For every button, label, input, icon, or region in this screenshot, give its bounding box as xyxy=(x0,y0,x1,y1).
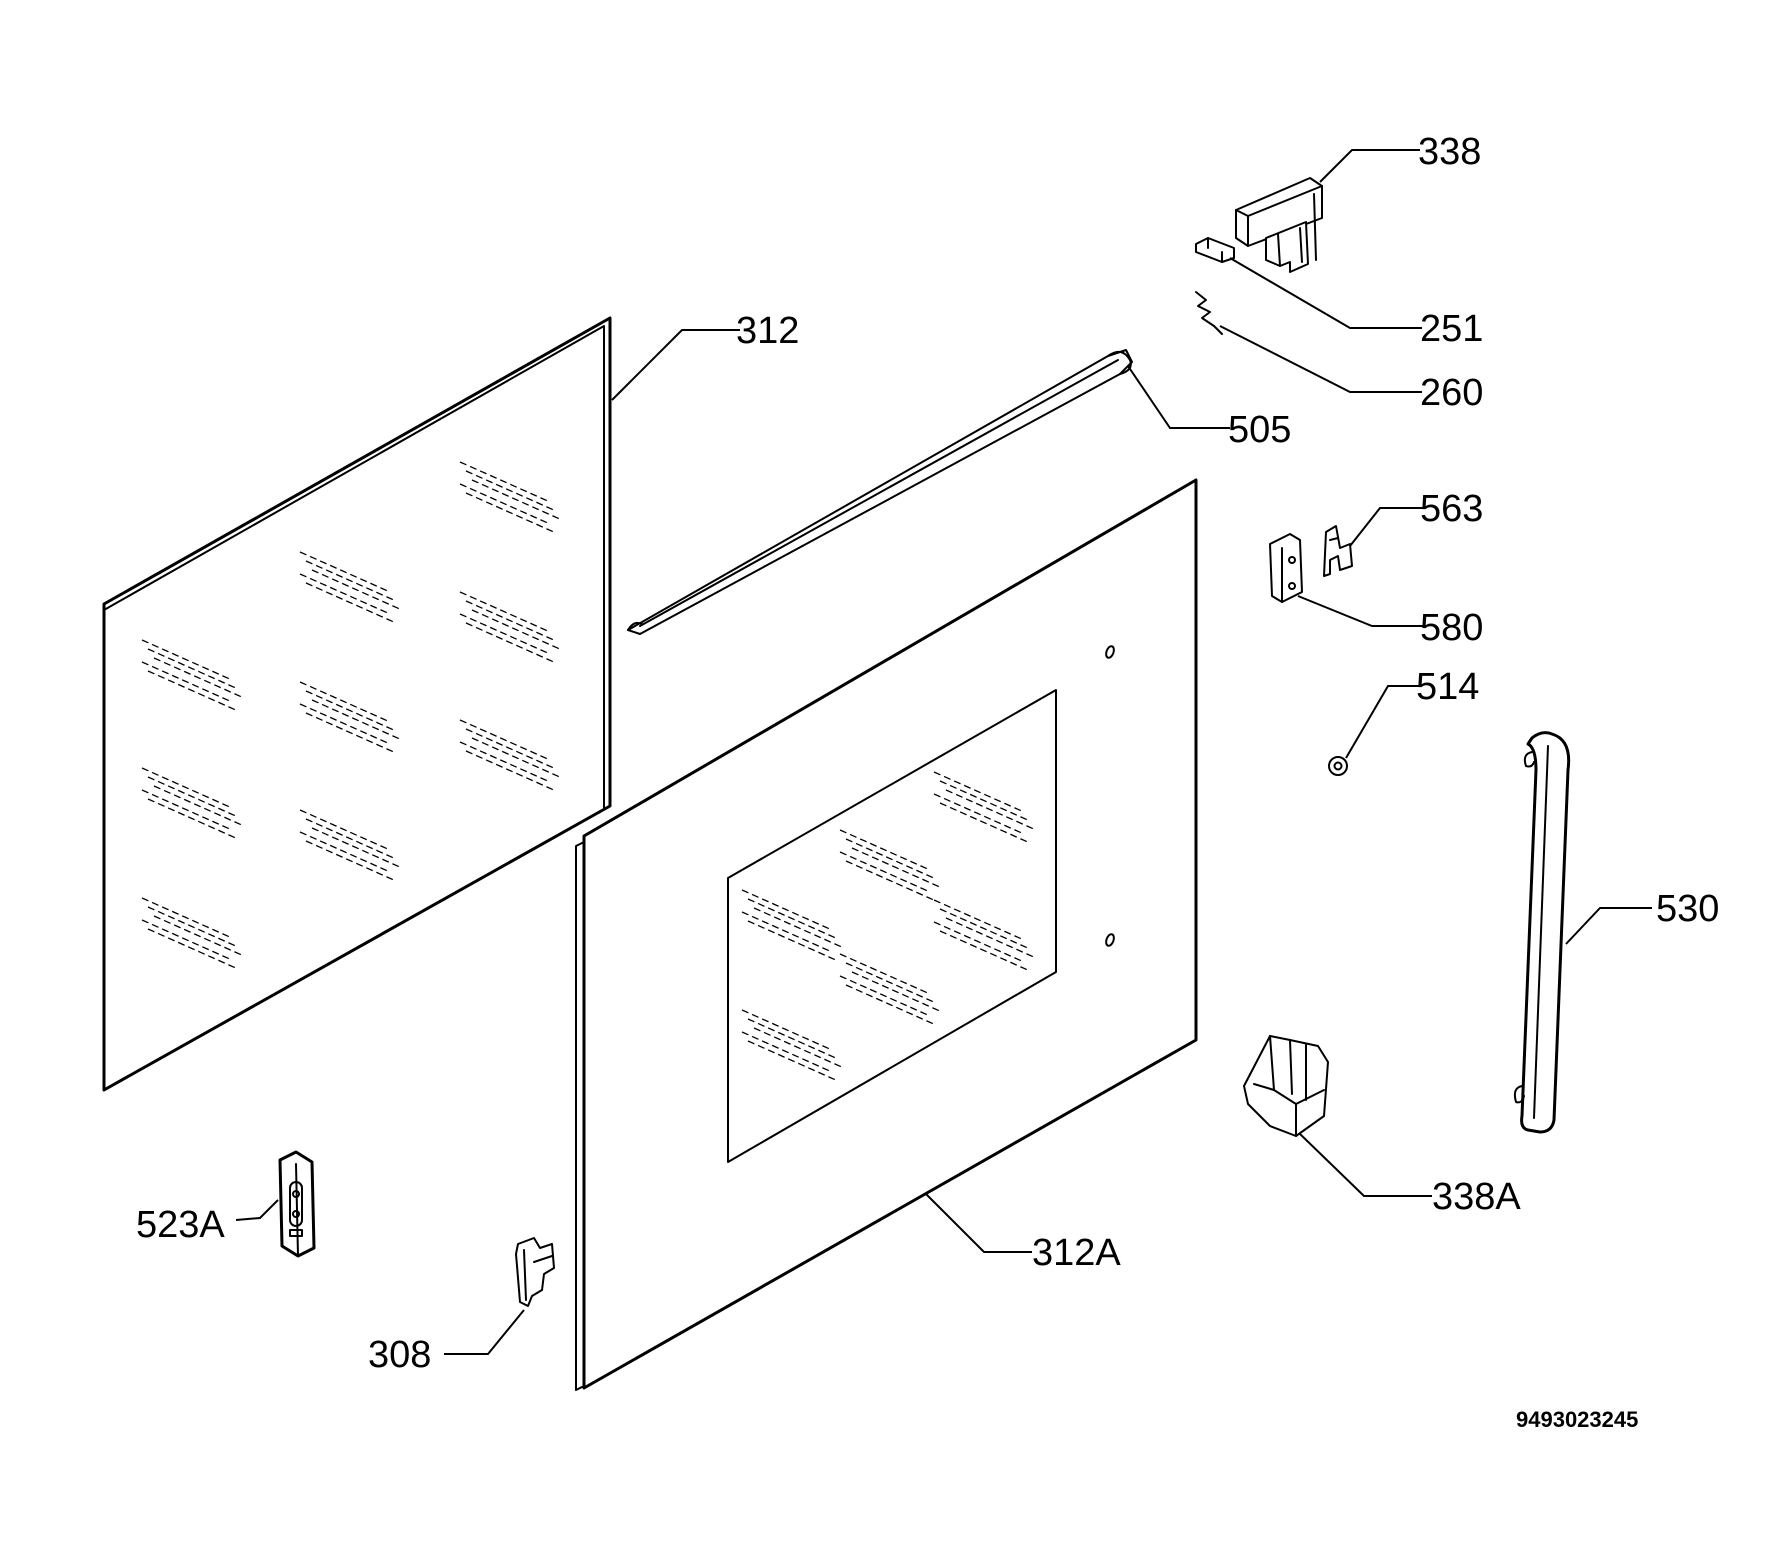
leader-514 xyxy=(1345,685,1420,759)
label-312: 312 xyxy=(736,310,799,352)
top-trim-profile-505 xyxy=(627,349,1133,635)
leader-505 xyxy=(1127,365,1230,429)
leader-563 xyxy=(1349,507,1424,547)
top-hinge-cover-338 xyxy=(1235,177,1323,273)
label-260: 260 xyxy=(1420,372,1483,414)
leader-308 xyxy=(444,1309,525,1355)
hinge-block-580 xyxy=(1269,533,1303,603)
door-handle-530 xyxy=(1513,731,1571,1134)
leader-260 xyxy=(1219,325,1422,393)
leader-338a xyxy=(1299,1133,1432,1197)
leader-338 xyxy=(1319,149,1420,183)
small-clip-251 xyxy=(1195,237,1235,263)
hook-bracket-563 xyxy=(1323,525,1353,577)
spring-260 xyxy=(1195,291,1223,335)
label-514: 514 xyxy=(1416,666,1479,708)
leader-580 xyxy=(1297,595,1424,627)
leader-312a xyxy=(925,1193,1032,1253)
leader-251 xyxy=(1229,257,1422,329)
outer-door-glass-312a xyxy=(575,478,1198,1391)
label-530: 530 xyxy=(1656,888,1719,930)
label-505: 505 xyxy=(1228,409,1291,451)
label-312a: 312A xyxy=(1032,1232,1121,1274)
inner-glass-panel-312 xyxy=(102,316,612,1092)
label-251: 251 xyxy=(1420,308,1483,350)
leader-530 xyxy=(1565,907,1652,945)
screw-514 xyxy=(1328,756,1348,776)
label-338a: 338A xyxy=(1432,1176,1521,1218)
part-labels: 338 251 260 312 505 563 580 514 530 338A… xyxy=(136,131,1719,1432)
label-523a: 523A xyxy=(136,1204,225,1246)
label-308: 308 xyxy=(368,1334,431,1376)
bottom-hinge-cover-338a xyxy=(1243,1035,1329,1137)
hinge-bracket-308 xyxy=(515,1237,555,1307)
drawing-code: 9493023245 xyxy=(1516,1407,1638,1432)
latch-plate-523a xyxy=(278,1150,316,1258)
label-580: 580 xyxy=(1420,607,1483,649)
leader-312 xyxy=(611,329,740,401)
label-338: 338 xyxy=(1418,131,1481,173)
leader-lines xyxy=(235,149,1652,1355)
leader-523a xyxy=(235,1199,279,1221)
label-563: 563 xyxy=(1420,488,1483,530)
